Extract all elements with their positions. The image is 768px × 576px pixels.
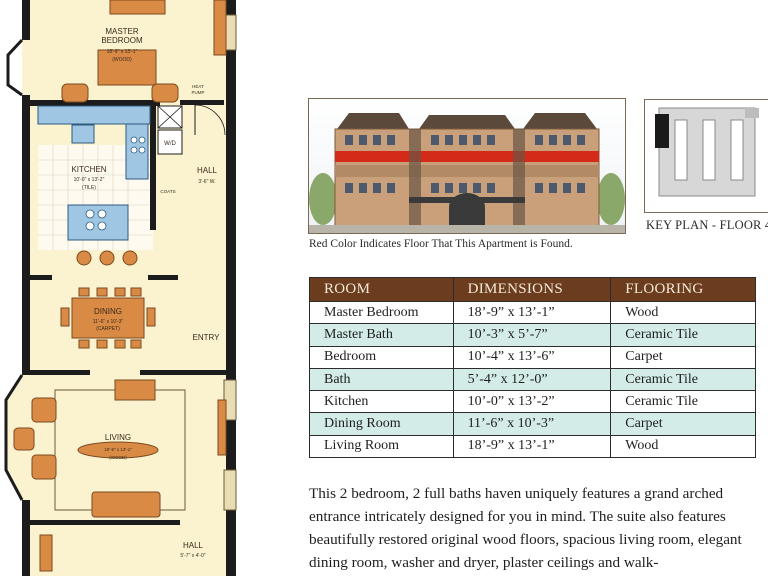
hall-top-dims: 3'-6" W. — [198, 179, 215, 185]
living-floor: (WOOD) — [109, 455, 127, 460]
room-cell: Master Bedroom — [309, 300, 454, 325]
table-row: Bath 5’-4” x 12’-0” Ceramic Tile — [309, 367, 756, 392]
master-bedroom-title-1: MASTER — [105, 27, 139, 36]
heat-pump-label-2: PUMP — [191, 90, 204, 95]
header-flooring: FLOORING — [610, 277, 756, 302]
header-dimensions: DIMENSIONS — [452, 277, 612, 302]
flooring-cell: Ceramic Tile — [610, 390, 756, 414]
kitchen-floor: (TILE) — [82, 185, 96, 191]
flooring-cell: Carpet — [610, 412, 756, 436]
master-bedroom-floor: (WOOD) — [112, 57, 132, 63]
floor-plan: MASTER BEDROOM 18'-9" x 13'-1" (WOOD) HE… — [0, 0, 240, 576]
table-row: Living Room 18’-9” x 13’-1” Wood — [309, 434, 756, 459]
elevation-caption: Red Color Indicates Floor That This Apar… — [309, 238, 573, 250]
apartment-description: This 2 bedroom, 2 full baths haven uniqu… — [309, 485, 742, 571]
washer-dryer-label: W/D — [164, 141, 176, 147]
key-plan-label: KEY PLAN - FLOOR 4 — [646, 218, 768, 232]
dimensions-cell: 10’-3” x 5’-7” — [452, 323, 612, 347]
dining-floor: (CARPET) — [96, 326, 120, 332]
kitchen-dims: 10'-0" x 13'-2" — [74, 177, 105, 183]
room-cell: Bath — [309, 367, 454, 392]
dimensions-cell: 18’-9” x 13’-1” — [452, 300, 612, 325]
coats-label: COATS — [160, 189, 175, 194]
flooring-cell: Carpet — [610, 345, 756, 369]
dimensions-cell: 11’-6” x 10’-3” — [452, 412, 612, 436]
dimensions-cell: 10’-0” x 13’-2” — [452, 390, 612, 414]
room-cell: Bedroom — [309, 345, 454, 369]
apartment-location-highlight — [655, 114, 669, 148]
table-row: Kitchen 10’-0” x 13’-2” Ceramic Tile — [309, 390, 756, 414]
dining-title: DINING — [94, 307, 122, 316]
room-cell: Dining Room — [309, 412, 454, 436]
room-dimensions-table: ROOM DIMENSIONS FLOORING Master Bedroom … — [309, 277, 756, 459]
hall-bottom-dims: 5'-7" x 4'-0" — [180, 553, 205, 559]
dimensions-cell: 5’-4” x 12’-0” — [452, 367, 612, 392]
building-elevation-image — [308, 98, 626, 234]
living-dims: 18'-9" x 13'-1" — [104, 447, 132, 452]
master-bedroom-title-2: BEDROOM — [101, 36, 143, 45]
key-plan-image — [644, 99, 768, 213]
room-cell: Living Room — [309, 434, 454, 459]
dimensions-cell: 18’-9” x 13’-1” — [452, 434, 612, 459]
hall-bottom-title: HALL — [183, 541, 204, 550]
dimensions-cell: 10’-4” x 13’-6” — [452, 345, 612, 369]
room-cell: Master Bath — [309, 323, 454, 347]
kitchen-title: KITCHEN — [71, 165, 106, 174]
entry-label: ENTRY — [193, 333, 221, 342]
master-bedroom-dims: 18'-9" x 13'-1" — [107, 49, 138, 55]
hall-top-title: HALL — [197, 166, 218, 175]
table-row: Dining Room 11’-6” x 10’-3” Carpet — [309, 412, 756, 436]
table-row: Bedroom 10’-4” x 13’-6” Carpet — [309, 345, 756, 369]
living-title: LIVING — [105, 433, 131, 442]
flooring-cell: Ceramic Tile — [610, 367, 756, 392]
flooring-cell: Wood — [610, 434, 756, 459]
table-row: Master Bath 10’-3” x 5’-7” Ceramic Tile — [309, 323, 756, 347]
table-header-row: ROOM DIMENSIONS FLOORING — [309, 277, 756, 302]
highlighted-floor-band — [335, 151, 599, 162]
header-room: ROOM — [309, 277, 454, 302]
dining-dims: 11'-6" x 10'-3" — [93, 319, 124, 325]
table-row: Master Bedroom 18’-9” x 13’-1” Wood — [309, 300, 756, 325]
room-cell: Kitchen — [309, 390, 454, 414]
flooring-cell: Ceramic Tile — [610, 323, 756, 347]
heat-pump-label-1: HEAT — [192, 84, 204, 89]
flooring-cell: Wood — [610, 300, 756, 325]
